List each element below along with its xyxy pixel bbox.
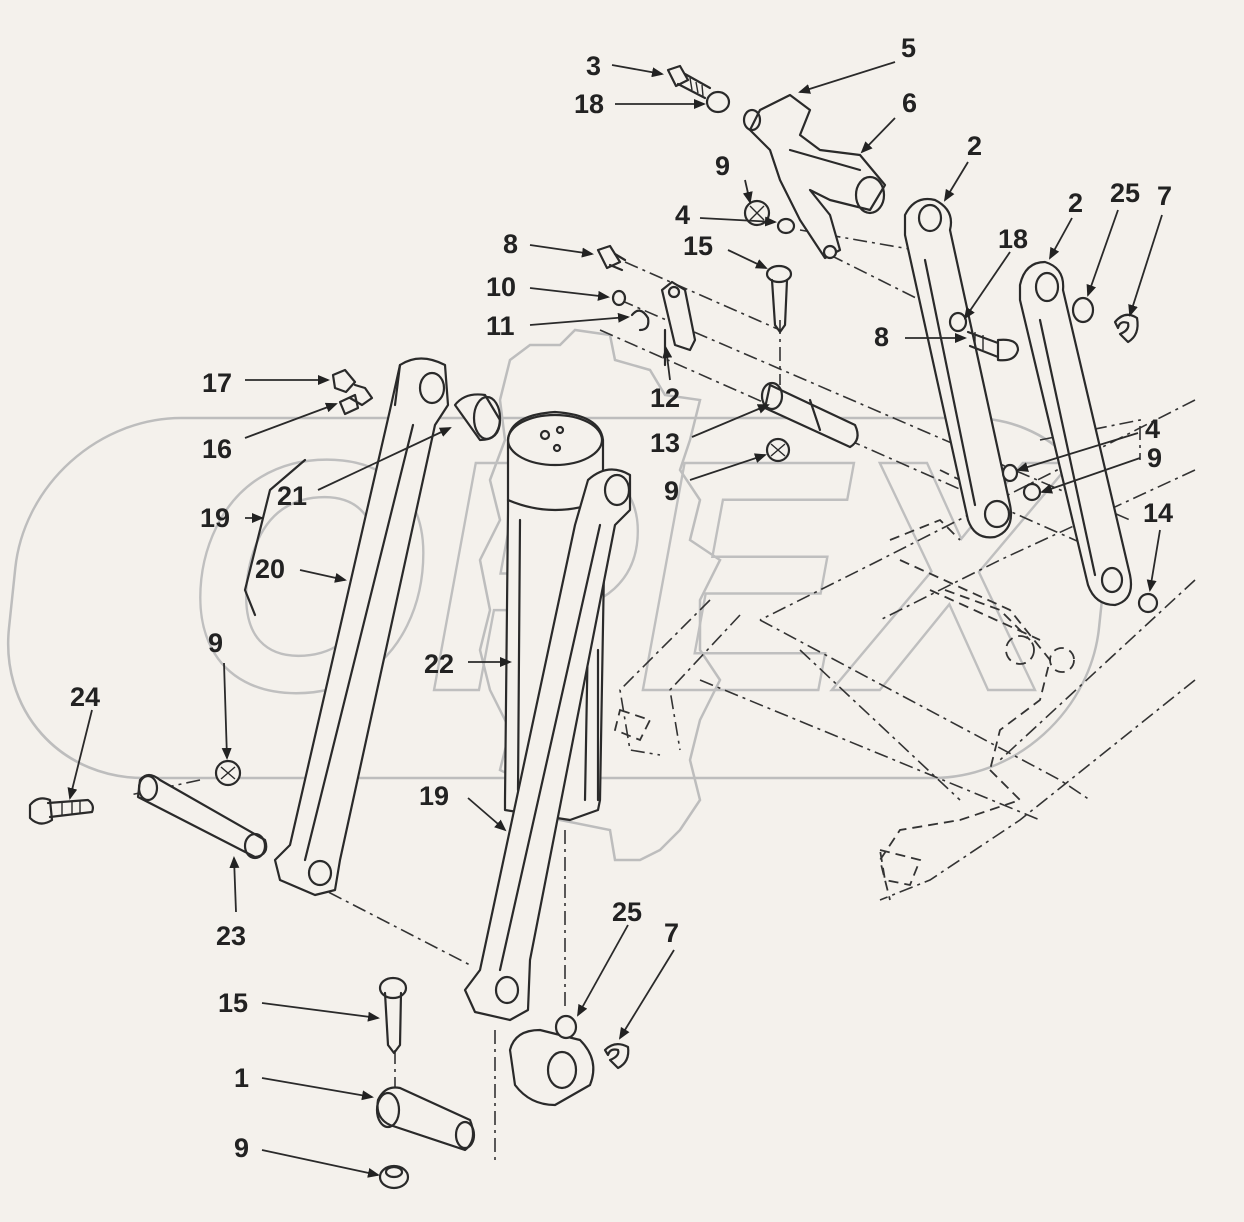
rod-19-right bbox=[463, 468, 632, 1022]
rod-19-left bbox=[273, 357, 450, 897]
callout-18: 18 bbox=[574, 89, 604, 119]
callout-24: 24 bbox=[70, 682, 100, 712]
pin-11 bbox=[630, 309, 650, 332]
pin-15-top bbox=[765, 264, 793, 334]
nut-9-top bbox=[743, 199, 771, 227]
callout-17: 17 bbox=[202, 368, 232, 398]
callout-9: 9 bbox=[715, 151, 730, 181]
callout-8: 8 bbox=[874, 322, 889, 352]
callout-22: 22 bbox=[424, 649, 454, 679]
washer-18-top bbox=[705, 90, 731, 114]
nut-14 bbox=[1137, 592, 1159, 614]
link-2-rear bbox=[903, 197, 1013, 539]
callout-2: 2 bbox=[1068, 188, 1083, 218]
pin-15-bottom bbox=[378, 976, 408, 1055]
pin-13 bbox=[760, 381, 859, 449]
washer-4-top bbox=[776, 217, 796, 235]
leader-lines bbox=[67, 61, 1163, 1178]
callout-21: 21 bbox=[277, 481, 307, 511]
callout-1: 1 bbox=[234, 1063, 249, 1093]
callout-19: 19 bbox=[200, 503, 230, 533]
callout-5: 5 bbox=[901, 33, 916, 63]
callout-11: 11 bbox=[486, 311, 515, 341]
callout-10: 10 bbox=[486, 272, 516, 302]
callout-4: 4 bbox=[1145, 414, 1160, 444]
washer-25-top bbox=[1071, 296, 1095, 324]
plate-19-left bbox=[243, 458, 307, 617]
callout-13: 13 bbox=[650, 428, 680, 458]
nut-9-left bbox=[214, 759, 242, 787]
callout-20: 20 bbox=[255, 554, 285, 584]
washer-10 bbox=[611, 289, 627, 307]
callout-15: 15 bbox=[218, 988, 248, 1018]
callout-2: 2 bbox=[967, 131, 982, 161]
nut-9-right bbox=[1022, 482, 1042, 502]
callout-8: 8 bbox=[503, 229, 518, 259]
callout-6: 6 bbox=[902, 88, 917, 118]
callout-7: 7 bbox=[1157, 181, 1172, 211]
clip-7-bottom bbox=[603, 1043, 630, 1070]
washer-18-mid bbox=[948, 311, 968, 333]
watermark-text: OPEX bbox=[185, 391, 1071, 760]
callout-4: 4 bbox=[675, 200, 690, 230]
callout-19: 19 bbox=[419, 781, 449, 811]
bolt-3 bbox=[666, 64, 712, 100]
bushing-21 bbox=[453, 393, 502, 442]
callout-labels: 3 5 18 6 2 9 2 25 7 4 18 8 15 10 8 11 17… bbox=[70, 33, 1173, 1163]
callout-25: 25 bbox=[1110, 178, 1140, 208]
nut-9-mid bbox=[765, 437, 791, 463]
bolt-8-right bbox=[966, 330, 1020, 362]
clip-7-top bbox=[1113, 313, 1139, 344]
washer-4-right bbox=[1001, 463, 1019, 483]
callout-18: 18 bbox=[998, 224, 1028, 254]
link-2-front bbox=[1018, 260, 1133, 607]
watermark-gear-outline bbox=[478, 328, 722, 862]
pin-23 bbox=[136, 773, 268, 860]
callout-25: 25 bbox=[612, 897, 642, 927]
nut-9-bottom bbox=[378, 1164, 410, 1190]
callout-3: 3 bbox=[586, 51, 601, 81]
callout-23: 23 bbox=[216, 921, 246, 951]
bolt-24 bbox=[28, 797, 94, 825]
grease-fitting-17 bbox=[331, 368, 374, 407]
cylinder-clevis-bottom bbox=[508, 1028, 595, 1107]
callout-15: 15 bbox=[683, 231, 713, 261]
bolt-8-top bbox=[596, 244, 627, 272]
callout-9: 9 bbox=[208, 628, 223, 658]
bracket-pin-assembly bbox=[742, 93, 887, 260]
callout-14: 14 bbox=[1143, 498, 1173, 528]
callout-16: 16 bbox=[202, 434, 232, 464]
frame-pivot-pins bbox=[944, 589, 1075, 673]
callout-9: 9 bbox=[664, 476, 679, 506]
callout-9: 9 bbox=[234, 1133, 249, 1163]
callout-12: 12 bbox=[650, 383, 680, 413]
callout-7: 7 bbox=[664, 918, 679, 948]
pin-1 bbox=[375, 1086, 476, 1152]
callout-9: 9 bbox=[1147, 443, 1162, 473]
washer-25-bottom bbox=[554, 1014, 578, 1040]
shim-16 bbox=[338, 393, 360, 416]
